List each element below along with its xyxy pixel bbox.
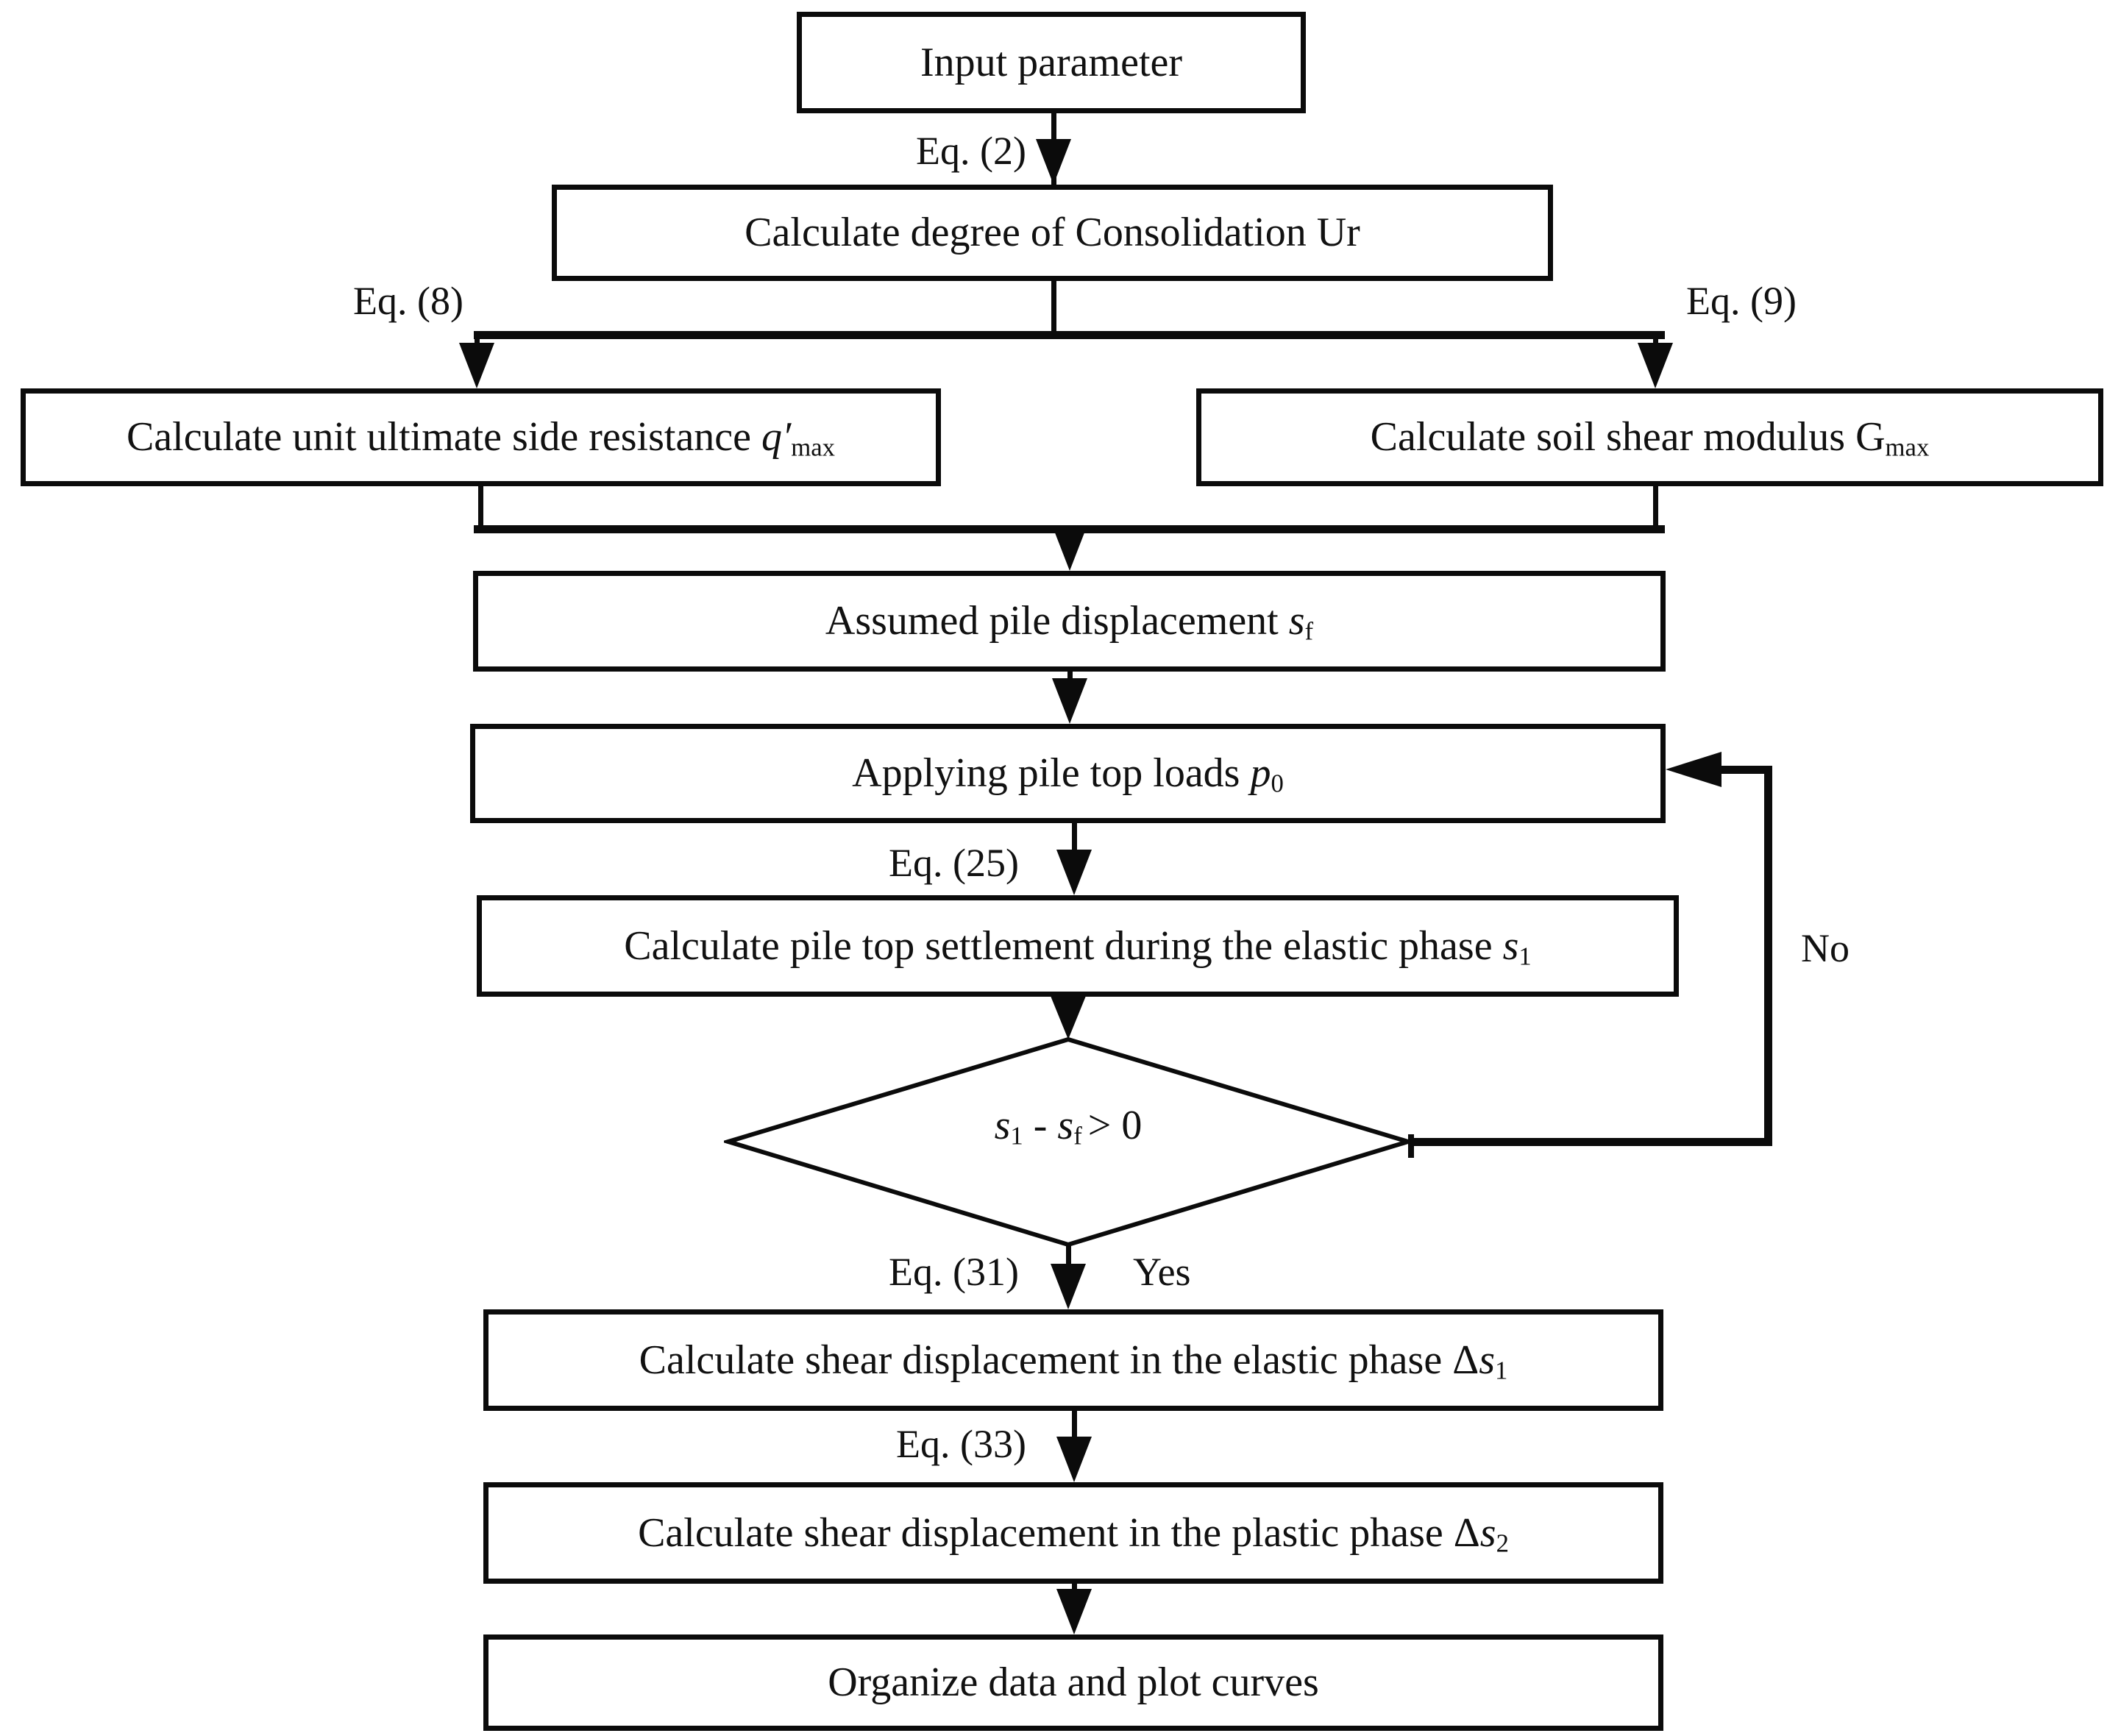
edge-consolidation-to-split <box>1051 280 1056 335</box>
decision-sf-subscript: f <box>1073 1121 1082 1150</box>
decision-s1-symbol: s <box>994 1103 1011 1148</box>
node-organize: Organize data and plot curves <box>483 1634 1663 1731</box>
edge-label-no: No <box>1801 926 1850 970</box>
s-1-subscript: 1 <box>1518 942 1532 971</box>
p-0-subscript: 0 <box>1271 769 1284 798</box>
no-loop-bottom-line <box>1408 1138 1772 1146</box>
edge-apply-to-settlement <box>1072 822 1077 859</box>
split-horizontal-line <box>474 331 1665 339</box>
node-elastic-shear-label: Calculate shear displacement in the elas… <box>639 1337 1508 1385</box>
node-side-resistance-label: Calculate unit ultimate side resistance … <box>126 414 836 462</box>
arrowhead-into-side-resistance <box>459 343 494 388</box>
arrowhead-into-consolidation <box>1036 139 1071 185</box>
q-max-subscript: max <box>791 433 836 462</box>
s-symbol: s <box>1288 598 1305 644</box>
node-shear-modulus-label: Calculate soil shear modulus Gmax <box>1370 414 1930 462</box>
decision-sf-symbol: s <box>1057 1103 1074 1148</box>
node-consolidation-label: Calculate degree of Consolidation Ur <box>745 210 1360 256</box>
arrowhead-into-decision <box>1051 996 1086 1039</box>
edge-label-eq31: Eq. (31) <box>889 1250 1019 1294</box>
s-symbol: s <box>1479 1337 1495 1383</box>
arrowhead-no-loop-into-apply <box>1666 752 1722 787</box>
node-settlement-label: Calculate pile top settlement during the… <box>624 922 1532 971</box>
node-settlement: Calculate pile top settlement during the… <box>477 895 1679 997</box>
decision-right-vertex-tick <box>1408 1134 1414 1158</box>
edge-label-eq33: Eq. (33) <box>896 1422 1026 1466</box>
node-shear-modulus: Calculate soil shear modulus Gmax <box>1196 388 2103 486</box>
delta-s-1-subscript: 1 <box>1495 1356 1508 1385</box>
edge-side-resistance-to-merge <box>478 485 483 530</box>
edge-label-yes: Yes <box>1133 1250 1191 1294</box>
decision-text: s1 - sf> 0 <box>726 1102 1410 1149</box>
edge-decision-to-elastic <box>1066 1245 1071 1274</box>
edge-label-eq2: Eq. (2) <box>916 129 1026 173</box>
node-input-parameter-label: Input parameter <box>920 39 1183 85</box>
no-loop-top-line <box>1722 766 1772 774</box>
p-symbol: p <box>1250 750 1271 797</box>
node-apply-loads: Applying pile top loads p0 <box>470 724 1666 823</box>
decision-operator: - <box>1023 1103 1058 1148</box>
arrowhead-into-plastic <box>1056 1437 1092 1482</box>
edge-label-eq8: Eq. (8) <box>353 279 463 323</box>
node-elastic-shear: Calculate shear displacement in the elas… <box>483 1309 1663 1411</box>
node-plastic-shear: Calculate shear displacement in the plas… <box>483 1482 1663 1584</box>
node-input-parameter: Input parameter <box>797 12 1306 113</box>
decision-comparison: > 0 <box>1087 1103 1143 1148</box>
edge-label-eq9: Eq. (9) <box>1686 279 1797 323</box>
q-prime-symbol: q′ <box>761 414 792 460</box>
arrowhead-into-apply <box>1052 678 1087 724</box>
delta-s-2-subscript: 2 <box>1496 1529 1509 1558</box>
g-max-subscript: max <box>1885 433 1930 462</box>
decision-diamond <box>724 1037 1411 1248</box>
node-assumed-displacement-label: Assumed pile displacement sf <box>825 598 1314 646</box>
node-apply-loads-label: Applying pile top loads p0 <box>852 750 1284 798</box>
node-assumed-displacement: Assumed pile displacement sf <box>473 571 1666 672</box>
arrowhead-into-settlement <box>1056 850 1092 895</box>
no-loop-vertical-line <box>1764 766 1772 1146</box>
node-organize-label: Organize data and plot curves <box>828 1659 1319 1706</box>
node-side-resistance: Calculate unit ultimate side resistance … <box>21 388 941 486</box>
arrowhead-into-shear-modulus <box>1638 343 1673 388</box>
arrowhead-into-assumed <box>1052 525 1087 571</box>
edge-shear-modulus-to-merge <box>1653 485 1658 530</box>
s-symbol: s <box>1479 1509 1496 1556</box>
node-plastic-shear-label: Calculate shear displacement in the plas… <box>638 1509 1509 1558</box>
s-symbol: s <box>1502 922 1519 969</box>
arrowhead-into-organize <box>1056 1589 1092 1634</box>
node-consolidation: Calculate degree of Consolidation Ur <box>552 185 1553 281</box>
arrowhead-into-elastic <box>1051 1264 1086 1309</box>
edge-label-eq25: Eq. (25) <box>889 841 1019 885</box>
decision-s1-subscript: 1 <box>1010 1121 1023 1150</box>
edge-elastic-to-plastic <box>1072 1410 1077 1447</box>
s-f-subscript: f <box>1304 616 1314 646</box>
